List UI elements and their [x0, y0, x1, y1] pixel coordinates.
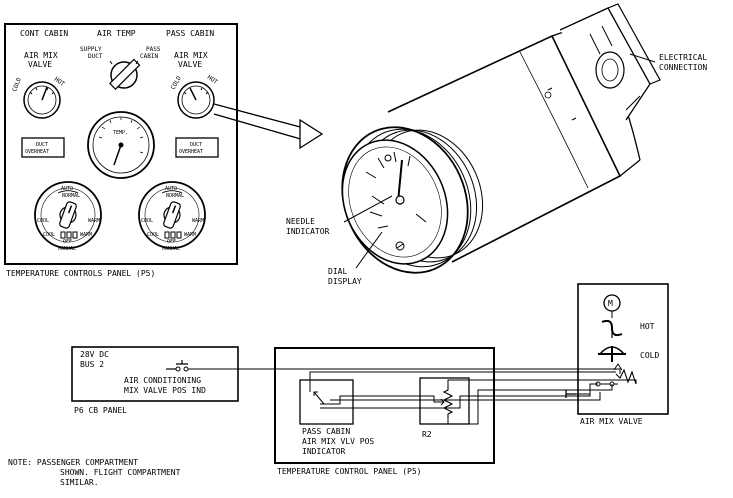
bus-label-2: BUS 2 — [80, 360, 104, 369]
right-overheat-label: OVERHEAT — [179, 149, 203, 155]
temp-selector-knob[interactable] — [110, 61, 138, 89]
left-valve-gauge — [23, 81, 61, 119]
temperature-control-panel-schematic: PASS CABIN AIR MIX VLV POS INDICATOR R2 — [274, 347, 495, 464]
p6-cb-panel: 28V DC BUS 2 AIR CONDITIONING MIX VALVE … — [71, 346, 239, 402]
electrical-leader — [629, 53, 656, 63]
bus-label: 28V DC — [80, 350, 109, 359]
electrical-connection-label-2: CONNECTION — [659, 63, 707, 72]
pass-cabin-selector-label: PASS — [146, 46, 161, 53]
dial-display-label-2: DISPLAY — [328, 277, 362, 286]
electrical-connector — [595, 51, 625, 89]
left-manual-label: MANUAL — [58, 246, 76, 252]
right-warm-upper-label: WARM — [192, 218, 204, 224]
motor-label: M — [608, 299, 613, 308]
right-valve-label: AIR MIX — [174, 51, 208, 60]
hot-label: HOT — [640, 322, 655, 331]
breaker-label: AIR CONDITIONING — [124, 376, 201, 385]
right-duct-overheat-light — [175, 137, 219, 158]
left-valve-needle — [41, 86, 48, 101]
left-warm-lower-label: WARM — [80, 232, 92, 238]
left-normal-label: NORMAL — [62, 193, 80, 199]
needle-leader — [343, 195, 393, 223]
air-mix-valve-caption: AIR MIX VALVE — [580, 417, 643, 426]
right-normal-label: NORMAL — [166, 193, 184, 199]
indicator-label-2: AIR MIX VLV POS — [302, 437, 374, 446]
left-warm-upper-label: WARM — [88, 218, 100, 224]
left-temp-control-selector[interactable]: AUTO NORMAL COOL WARM COOL WARM OFF MANU… — [34, 181, 102, 252]
supply-duct-label-2: DUCT — [88, 53, 103, 60]
r2-box — [419, 377, 470, 425]
indicator-label: PASS CABIN — [302, 427, 350, 436]
dial-display — [341, 139, 449, 265]
left-hot-label: HOT — [53, 76, 66, 88]
header-pass-cabin: PASS CABIN — [166, 29, 214, 38]
cold-damper-symbol — [598, 346, 626, 362]
supply-duct-label: SUPPLY — [80, 46, 102, 53]
right-off-label: OFF — [167, 239, 176, 245]
right-auto-label: AUTO — [165, 186, 177, 192]
needle-indicator-label-2: INDICATOR — [286, 227, 330, 236]
right-duct-label: DUCT — [190, 142, 202, 148]
right-hot-label: HOT — [206, 74, 219, 86]
pass-cabin-selector-label-2: CABIN — [140, 53, 158, 60]
left-duct-overheat-light — [21, 137, 65, 158]
left-auto-label: AUTO — [61, 186, 73, 192]
left-off-label: OFF — [63, 239, 72, 245]
left-cool-lower-label: COOL — [43, 232, 55, 238]
left-cool-upper-label: COOL — [37, 218, 49, 224]
temp-gauge-label: TEMP. — [113, 130, 128, 136]
p6-panel-caption: P6 CB PANEL — [74, 406, 127, 415]
right-cool-upper-label: COOL — [141, 218, 153, 224]
callout-arrow — [213, 103, 324, 150]
circuit-breaker-symbol — [176, 360, 188, 365]
right-cool-lower-label: COOL — [147, 232, 159, 238]
valve-indicator-enlarged — [341, 3, 661, 274]
left-duct-label: DUCT — [36, 142, 48, 148]
header-cont-cabin: CONT CABIN — [20, 29, 68, 38]
breaker-label-2: MIX VALVE POS IND — [124, 386, 206, 395]
temp-gauge-needle — [113, 144, 122, 166]
right-valve-gauge — [177, 81, 215, 119]
tcp-caption: TEMPERATURE CONTROL PANEL (P5) — [277, 467, 422, 476]
valve-position-resistor — [615, 368, 637, 385]
panel-p5-caption: TEMPERATURE CONTROLS PANEL (P5) — [6, 269, 155, 278]
wiring — [188, 368, 637, 425]
r2-label: R2 — [422, 430, 432, 439]
right-valve-label-2: VALVE — [178, 60, 202, 69]
left-cold-label: COLD — [11, 76, 23, 92]
right-warm-lower-label: WARM — [184, 232, 196, 238]
right-temp-control-selector[interactable]: AUTO NORMAL COOL WARM COOL WARM OFF MANU… — [138, 181, 206, 252]
temp-gauge — [87, 111, 155, 179]
dial-display-label: DIAL — [328, 267, 347, 276]
needle-indicator — [397, 159, 403, 203]
pass-cabin-indicator-box — [299, 379, 354, 425]
right-valve-needle — [189, 87, 197, 101]
dial-leader — [355, 231, 383, 269]
air-mix-valve-schematic: M HOT COLD — [565, 283, 669, 415]
note-line-1: NOTE: PASSENGER COMPARTMENT — [8, 458, 138, 467]
temperature-controls-panel: CONT CABIN AIR TEMP PASS CABIN AIR MIX V… — [4, 23, 238, 278]
r2-resistor — [442, 386, 454, 418]
left-valve-label: AIR MIX — [24, 51, 58, 60]
indicator-label-3: INDICATOR — [302, 447, 346, 456]
right-manual-label: MANUAL — [162, 246, 180, 252]
note-line-3: SIMILAR. — [60, 478, 99, 487]
right-cold-label: COLD — [170, 75, 183, 91]
header-air-temp: AIR TEMP — [97, 29, 136, 38]
needle-indicator-label: NEEDLE — [286, 217, 315, 226]
cold-label: COLD — [640, 351, 659, 360]
left-valve-label-2: VALVE — [28, 60, 52, 69]
left-overheat-label: OVERHEAT — [25, 149, 49, 155]
note-line-2: SHOWN. FLIGHT COMPARTMENT — [60, 468, 181, 477]
electrical-connection-label: ELECTRICAL — [659, 53, 707, 62]
panel-frame — [4, 23, 238, 265]
